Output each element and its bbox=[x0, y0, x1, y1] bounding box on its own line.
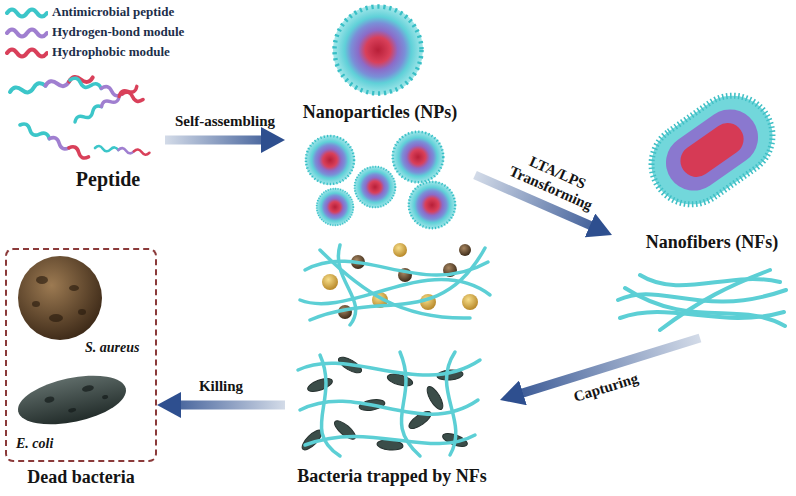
process-arrow bbox=[165, 136, 265, 145]
nanoparticle-stage: Nanoparticles (NPs) bbox=[285, 0, 475, 232]
trapped-stage: Bacteria trapped by NFs bbox=[285, 236, 500, 492]
stage-label: Peptide bbox=[76, 168, 140, 191]
species-label: S. aureus bbox=[85, 340, 139, 356]
legend-item: Hydrogen-bond module bbox=[4, 24, 184, 40]
legend-text: Hydrophobic module bbox=[52, 44, 170, 60]
peptide-chains bbox=[9, 74, 149, 160]
nanofiber-stage: Nanofibers (NFs) bbox=[612, 72, 794, 338]
process-arrow bbox=[177, 401, 285, 410]
legend-text: Antimicrobial peptide bbox=[52, 4, 174, 20]
stage-label: Dead bacteria bbox=[27, 467, 134, 488]
dead-s-aureus bbox=[18, 256, 102, 340]
nanofiber-micelle bbox=[636, 80, 788, 220]
trapped-rods bbox=[298, 352, 480, 456]
dead-e-coli bbox=[14, 367, 131, 433]
dead-bacteria-box: S. aureusE. coliDead bacteria bbox=[5, 248, 157, 462]
legend-sample bbox=[4, 25, 48, 39]
trapped-cocci bbox=[300, 243, 490, 325]
species-label: E. coli bbox=[16, 436, 53, 452]
legend-sample bbox=[4, 5, 48, 19]
legend-item: Antimicrobial peptide bbox=[4, 4, 174, 20]
stage-label: Nanofibers (NFs) bbox=[646, 232, 779, 253]
arrow-label: Self-assembling bbox=[175, 113, 275, 130]
stage-label: Nanoparticles (NPs) bbox=[303, 102, 457, 123]
arrow-label: Capturing bbox=[572, 370, 641, 406]
stage-label: Bacteria trapped by NFs bbox=[297, 466, 486, 487]
legend-item: Hydrophobic module bbox=[4, 44, 170, 60]
legend-text: Hydrogen-bond module bbox=[52, 24, 184, 40]
nanofibers bbox=[618, 270, 786, 330]
arrow-label: Killing bbox=[199, 378, 243, 395]
peptide-stage: Peptide bbox=[2, 62, 165, 200]
legend-sample bbox=[4, 45, 48, 59]
arrow-label: LTA/LPS Transforming bbox=[499, 145, 608, 218]
